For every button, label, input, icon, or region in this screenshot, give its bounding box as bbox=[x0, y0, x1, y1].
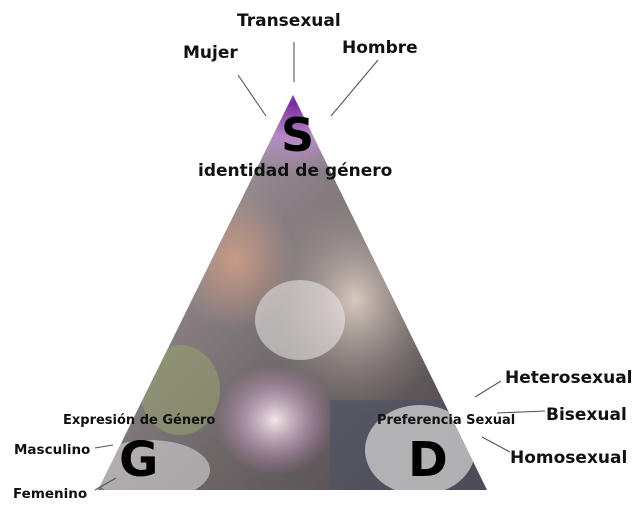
apex-title: identidad de género bbox=[198, 161, 393, 181]
femenino-label: Femenino bbox=[13, 486, 88, 502]
bisexual-label: Bisexual bbox=[546, 405, 627, 425]
right-vertex-letter: D bbox=[408, 432, 448, 488]
apex-letter: S bbox=[281, 108, 315, 162]
masculino-label: Masculino bbox=[14, 442, 91, 458]
left-vertex-title: Expresión de Género bbox=[63, 413, 216, 428]
connector-lines bbox=[94, 42, 546, 491]
mujer-label: Mujer bbox=[183, 43, 238, 63]
homosexual-label: Homosexual bbox=[510, 448, 628, 468]
heterosexual-label: Heterosexual bbox=[505, 368, 633, 388]
transexual-label: Transexual bbox=[237, 11, 341, 31]
right-vertex-title: Preferencia Sexual bbox=[377, 413, 516, 428]
left-vertex-letter: G bbox=[119, 432, 159, 488]
hombre-label: Hombre bbox=[342, 38, 418, 58]
